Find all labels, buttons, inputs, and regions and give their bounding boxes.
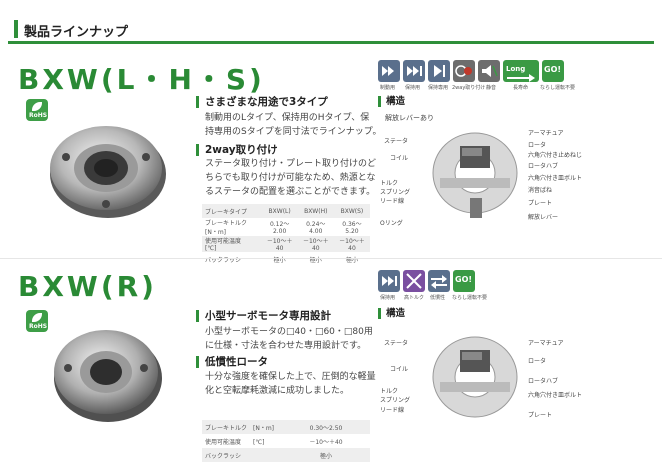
structure-title: 構造	[378, 308, 405, 319]
holding-icon	[403, 60, 425, 82]
icon-caption: 保持用	[380, 295, 396, 301]
no-run-in-icon: GO!	[453, 270, 475, 292]
header-accent-bar	[14, 20, 18, 38]
table-row: ブレーキトルク [N・m] 0.30～2.50	[202, 420, 370, 434]
section-divider	[0, 258, 662, 259]
feature-icon-row: Long GO!	[378, 60, 564, 82]
diagram-label: トルクスプリング	[380, 388, 411, 404]
icon-caption: 静音	[486, 85, 497, 91]
diagram-label: アーマチュア	[528, 340, 564, 347]
structure-title: 構造	[378, 96, 405, 107]
icon-caption: 長寿命	[513, 85, 529, 91]
feature-description: 十分な強度を確保した上で、圧倒的な軽量 化と空転摩耗激減に成功しました。	[205, 372, 376, 396]
diagram-label: プレート	[528, 200, 553, 207]
high-torque-icon	[403, 270, 425, 292]
model-title-bxw-r: BXW(R)	[18, 270, 157, 303]
feature-description: ステータ取り付け・プレート取り付けのど ちらでも取り付けが可能なため、熱源とな …	[205, 159, 377, 197]
diagram-label: ロータハブ	[528, 378, 559, 385]
diagram-label: 六角穴付き皿ボルト	[528, 175, 583, 182]
no-run-in-icon: GO!	[542, 60, 564, 82]
icon-caption: 高トルク	[404, 295, 425, 301]
diagram-label: ロータハブ	[528, 163, 559, 170]
icon-caption: 保持用	[405, 85, 421, 91]
feature-description: 小型サーボモータの□40・□60・□80用 に仕様・寸法を合わせた専用設計です。	[205, 327, 373, 351]
diagram-label: ステータ	[384, 340, 409, 347]
structure-note: 解放レバーあり	[385, 114, 434, 122]
feature-title: 2way取り付け	[196, 144, 278, 156]
section-header: 製品ラインナップ	[8, 18, 654, 44]
silent-icon	[478, 60, 500, 82]
icon-caption: 制動用	[380, 85, 396, 91]
diagram-label: コイル	[390, 366, 409, 373]
spec-table: ブレーキトルク [N・m] 0.30～2.50 使用可能温度 [℃] －10～＋…	[202, 420, 370, 462]
diagram-label: 六角穴付き止めねじ	[528, 152, 583, 159]
diagram-label: ロータ	[528, 142, 547, 149]
brake-product-image	[54, 330, 162, 422]
icon-caption: 保持専用	[428, 85, 449, 91]
diagram-label: ロータ	[528, 358, 547, 365]
diagram-label: トルクスプリング	[380, 180, 411, 196]
diagram-label: 六角穴付き皿ボルト	[528, 392, 583, 399]
diagram-label: プレート	[528, 412, 553, 419]
rohs-icon: RoHS	[26, 310, 48, 332]
icon-caption: 低慣性	[430, 295, 446, 301]
diagram-label: ステータ	[384, 138, 409, 145]
feature-title: 低慣性ロータ	[196, 356, 268, 368]
structure-diagram	[432, 132, 518, 218]
table-row: 使用可能温度 [℃] －10～＋40 －10～＋40 －10～＋40	[202, 236, 370, 252]
feature-title: さまざまな用途で3タイプ	[196, 96, 328, 108]
model-title-bxw-lhs: BXW(L・H・S)	[18, 63, 265, 96]
diagram-label: 解放レバー	[528, 214, 559, 221]
holding-icon	[378, 270, 400, 292]
icon-caption: ならし運転不要	[452, 295, 488, 301]
rohs-icon: RoHS	[26, 99, 48, 121]
table-row: バックラッシ 極小	[202, 448, 370, 462]
holding-only-icon	[428, 60, 450, 82]
diagram-label: リード線	[380, 198, 405, 205]
header-title: 製品ラインナップ	[24, 25, 129, 40]
spec-table: ブレーキタイプ BXW(L) BXW(H) BXW(S) ブレーキトルク [N・…	[202, 204, 370, 266]
table-row: 使用可能温度 [℃] －10～＋40	[205, 438, 343, 446]
diagram-label: コイル	[390, 155, 409, 162]
feature-title: 小型サーボモータ専用設計	[196, 310, 331, 322]
structure-diagram	[432, 336, 518, 418]
table-row: ブレーキトルク [N・m] 0.12～2.00 0.24～4.00 0.36～5…	[205, 220, 362, 236]
braking-icon	[378, 60, 400, 82]
diagram-label: 消音ばね	[528, 187, 553, 194]
long-life-icon: Long	[503, 60, 539, 82]
diagram-label: アーマチュア	[528, 130, 564, 137]
feature-icon-row: GO!	[378, 270, 475, 292]
table-row: バックラッシ 極小 極小 極小	[205, 256, 358, 264]
low-inertia-icon	[428, 270, 450, 292]
table-row: ブレーキタイプ BXW(L) BXW(H) BXW(S)	[202, 204, 370, 218]
feature-description: 制動用のLタイプ、保持用のHタイプ、保 持専用のSタイプを同寸法でラインナップ。	[205, 113, 382, 137]
icon-caption: 2way取り付け	[452, 85, 486, 91]
diagram-label: Oリング	[380, 220, 403, 227]
brake-product-image	[50, 126, 166, 218]
icon-caption: ならし運転不要	[540, 85, 576, 91]
diagram-label: リード線	[380, 407, 405, 414]
2way-icon	[453, 60, 475, 82]
